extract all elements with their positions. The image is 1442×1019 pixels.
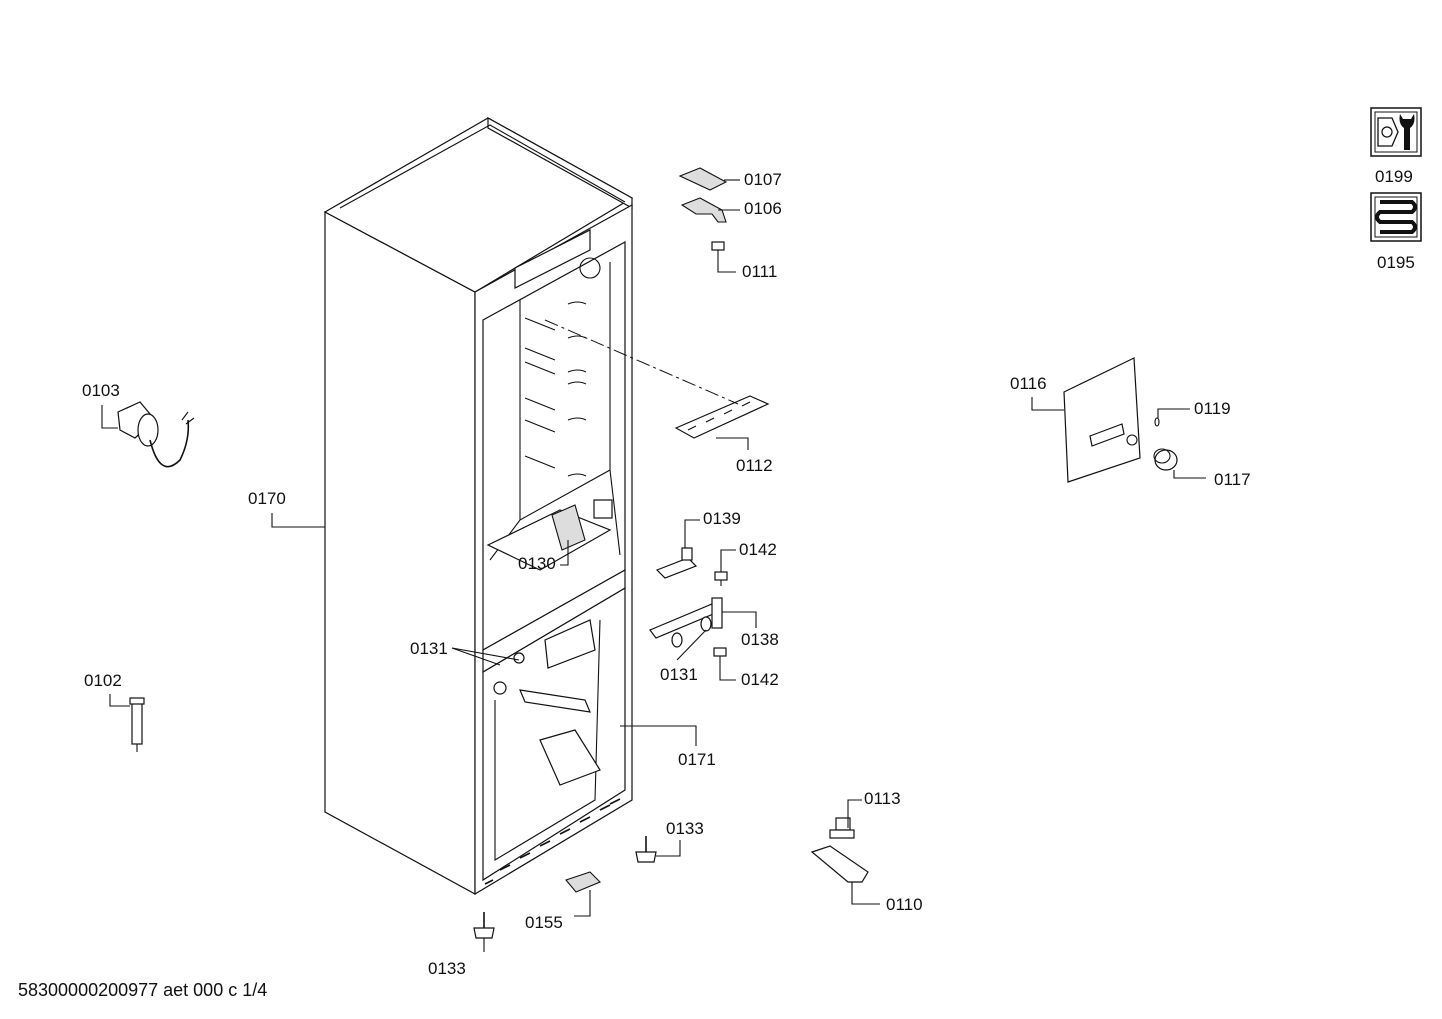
screw-0142-b [713,647,727,664]
screw-part [711,241,725,262]
control-panel-cover-part [1063,357,1141,483]
bottom-hinge-part [810,845,869,883]
hinge-pin-part [129,697,145,752]
hinge-bracket-part [655,557,698,579]
label-0171: 0171 [678,750,716,769]
leader-lines [101,179,1206,952]
valve-part [829,817,855,839]
label-0102: 0102 [84,671,122,690]
label-0131-left: 0131 [410,639,448,658]
document-id: 58300000200977 aet 000 c 1/4 [18,980,268,1000]
power-cord-part [117,401,195,468]
label-0106: 0106 [744,199,782,218]
label-0113: 0113 [864,789,901,808]
label-0103: 0103 [82,381,120,400]
label-0131-right: 0131 [660,665,698,684]
label-0142-top: 0142 [739,540,777,559]
label-0117: 0117 [1214,470,1251,489]
label-0133-right: 0133 [666,819,704,838]
hinge-cover-part [678,167,728,191]
control-module-part [674,395,770,439]
foot-0133-b [473,912,495,939]
cabinet-body [323,116,634,896]
service-wrench-icon [1370,107,1422,157]
label-0142-bottom: 0142 [741,670,779,689]
label-0112: 0112 [736,456,773,475]
label-0107: 0107 [744,170,782,189]
screw-0142-a [714,571,728,586]
cooling-coil-icon [1370,192,1422,242]
foot-0133-a [635,836,657,863]
knob-part [1153,448,1178,471]
label-0138: 0138 [741,630,779,649]
label-0116: 0116 [1010,374,1047,393]
shelf-rails [524,301,587,477]
label-0110: 0110 [886,895,923,914]
label-0195: 0195 [1377,253,1415,272]
label-0155: 0155 [525,913,563,932]
ring-part [1154,417,1160,427]
label-0119: 0119 [1194,399,1231,418]
label-0130: 0130 [518,554,556,573]
label-0139: 0139 [703,509,741,528]
clip-part [565,871,601,893]
label-0199: 0199 [1375,167,1413,186]
label-0170: 0170 [248,489,286,508]
label-0133-bottom: 0133 [428,959,466,978]
label-0111: 0111 [742,262,777,281]
top-hinge-part [680,197,727,223]
